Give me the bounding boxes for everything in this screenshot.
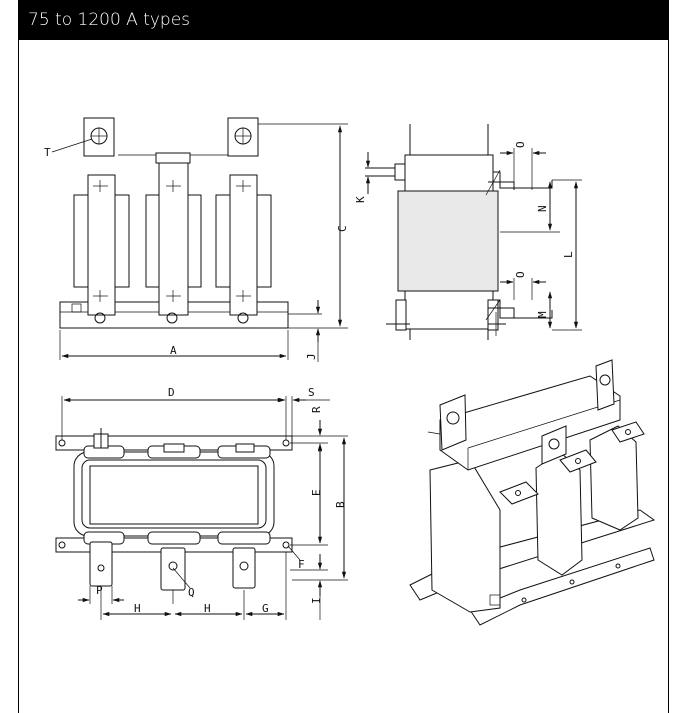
dim-label-F: F: [298, 558, 305, 571]
dim-label-Q: Q: [188, 586, 195, 599]
dim-label-J: J: [305, 353, 318, 360]
dim-label-G: G: [262, 602, 269, 615]
dim-label-H-right: H: [204, 602, 211, 615]
dim-label-N: N: [536, 205, 549, 212]
dim-label-P: P: [96, 584, 103, 597]
dim-label-O-bottom: O: [514, 271, 527, 278]
dim-label-K: K: [354, 196, 367, 203]
dim-label-T: T: [44, 146, 51, 159]
dim-label-B: B: [334, 501, 347, 508]
dim-label-R: R: [310, 406, 323, 413]
dim-label-O-top: O: [514, 141, 527, 148]
top-view: [55, 396, 348, 620]
dim-label-I: I: [310, 597, 323, 604]
dim-label-H-left: H: [134, 602, 141, 615]
section-title: 75 to 1200 A types: [28, 10, 191, 30]
section-header: 75 to 1200 A types: [18, 0, 669, 40]
dim-label-C: C: [336, 225, 349, 232]
front-view: [51, 117, 348, 362]
isometric-view: [409, 359, 656, 626]
page-frame: [18, 0, 669, 713]
dim-label-S: S: [308, 386, 315, 399]
dim-label-M: M: [536, 311, 549, 318]
dim-label-E: E: [310, 489, 323, 496]
dim-label-D: D: [168, 386, 175, 399]
dim-label-A: A: [170, 344, 177, 357]
side-view: [365, 124, 582, 340]
dim-label-L: L: [562, 251, 575, 258]
